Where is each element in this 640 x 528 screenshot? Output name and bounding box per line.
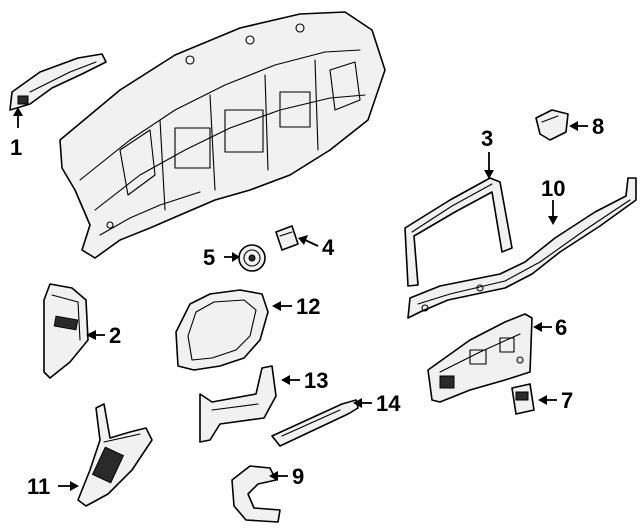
part-6-center-bracket bbox=[427, 313, 533, 403]
callout-9: 9 bbox=[292, 464, 304, 489]
arrowhead-8 bbox=[569, 121, 578, 131]
arrowhead-11 bbox=[70, 481, 79, 491]
part-9-lower-trim bbox=[231, 465, 281, 523]
part-14-trim-strip bbox=[271, 399, 359, 447]
part-10-cross-beam bbox=[407, 177, 637, 319]
arrowhead-14 bbox=[353, 398, 362, 408]
arrowhead-10 bbox=[548, 216, 558, 225]
callout-7: 7 bbox=[561, 388, 573, 413]
part-12-cluster-bezel bbox=[175, 289, 269, 371]
arrowhead-4 bbox=[298, 235, 308, 245]
part-5-knob bbox=[238, 244, 266, 272]
part-1-bracket bbox=[9, 53, 107, 111]
callout-6: 6 bbox=[555, 315, 567, 340]
part-7-cap bbox=[511, 383, 535, 415]
callout-1: 1 bbox=[10, 135, 22, 160]
instrument-panel-frame bbox=[59, 11, 386, 259]
part-11-knee-panel bbox=[77, 403, 153, 507]
arrowhead-3 bbox=[484, 170, 494, 179]
callout-8: 8 bbox=[592, 114, 604, 139]
arrowhead-6 bbox=[533, 322, 542, 332]
part-13-lower-bezel bbox=[199, 365, 277, 443]
arrowhead-9 bbox=[269, 471, 278, 481]
callout-12: 12 bbox=[296, 294, 320, 319]
callout-2: 2 bbox=[109, 323, 121, 348]
callout-10: 10 bbox=[541, 176, 565, 201]
part-2-side-panel bbox=[43, 283, 89, 379]
callout-5: 5 bbox=[203, 245, 215, 270]
callout-13: 13 bbox=[304, 368, 328, 393]
callout-11: 11 bbox=[27, 474, 50, 499]
callout-3: 3 bbox=[481, 126, 493, 151]
leader-line-4 bbox=[304, 239, 319, 247]
callout-4: 4 bbox=[322, 235, 335, 260]
arrowhead-13 bbox=[281, 375, 290, 385]
arrowhead-7 bbox=[538, 395, 547, 405]
arrowhead-5 bbox=[232, 252, 240, 262]
part-3-bezel-frame bbox=[404, 177, 513, 287]
arrowhead-2 bbox=[86, 330, 96, 340]
part-8-cover bbox=[535, 109, 569, 141]
arrowhead-12 bbox=[272, 301, 281, 311]
part-4-clip bbox=[275, 225, 299, 251]
arrowhead-1 bbox=[13, 107, 23, 116]
callout-14: 14 bbox=[376, 391, 401, 416]
